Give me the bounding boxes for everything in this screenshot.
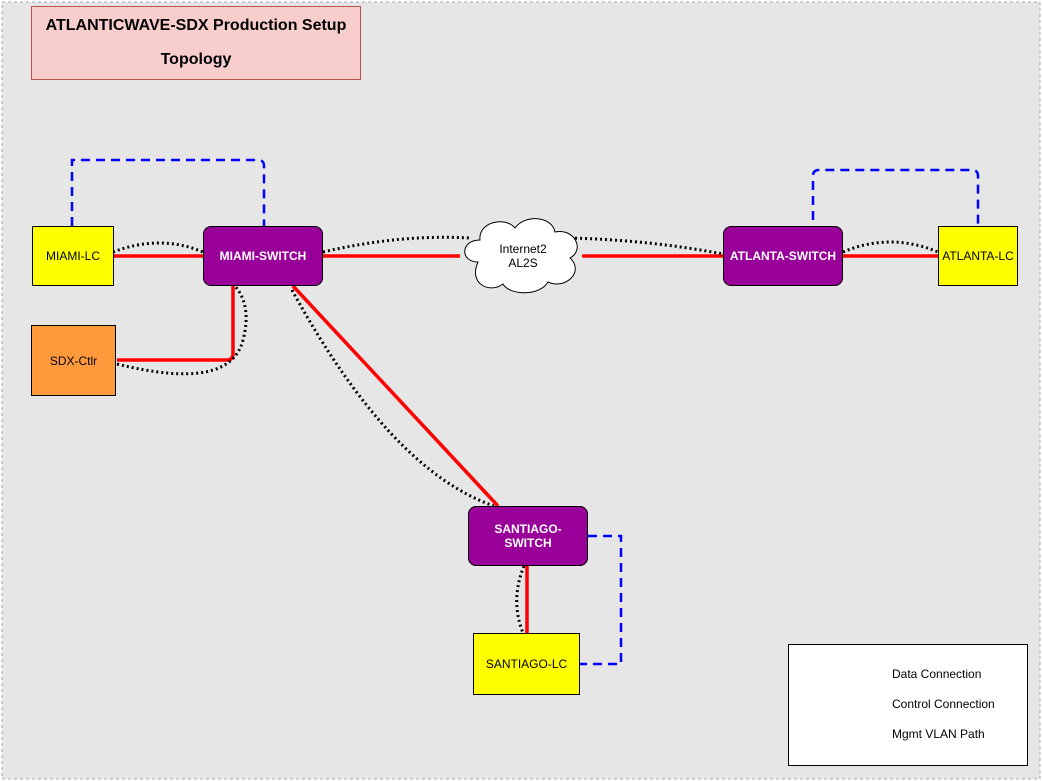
control-miami-lc-switch — [70, 158, 266, 226]
legend-row-control: Control Connection — [789, 695, 1027, 715]
diagram-title: ATLANTICWAVE-SDX Production Setup Topolo… — [31, 6, 361, 80]
cloud-label-line-2: AL2S — [508, 256, 538, 270]
santiago-switch-label-line-2: SWITCH — [504, 536, 552, 550]
santiago-lc-node[interactable]: SANTIAGO-LC — [473, 633, 580, 695]
data-miami-switch-santiago-switch — [291, 284, 500, 508]
legend-mgmt-label: Mgmt VLAN Path — [892, 727, 985, 741]
sdx-ctlr-node[interactable]: SDX-Ctlr — [31, 325, 116, 396]
mgmt-miami-switch-santiago-switch — [290, 289, 495, 508]
internet2-cloud-label: Internet2 AL2S — [470, 238, 576, 274]
mgmt-atlanta-switch-lc — [842, 240, 939, 254]
mgmt-miami-switch-cloud — [322, 235, 471, 254]
miami-lc-label: MIAMI-LC — [46, 249, 100, 263]
atlanta-lc-label: ATLANTA-LC — [942, 249, 1014, 263]
legend-control-label: Control Connection — [892, 697, 995, 711]
santiago-switch-label-line-1: SANTIAGO- — [494, 522, 562, 536]
santiago-lc-label: SANTIAGO-LC — [485, 657, 568, 671]
miami-lc-node[interactable]: MIAMI-LC — [32, 226, 114, 286]
atlanta-switch-label: ATLANTA-SWITCH — [729, 249, 837, 263]
mgmt-cloud-atlanta-switch — [569, 236, 724, 256]
cloud-label-line-1: Internet2 — [499, 242, 547, 256]
legend: Data Connection Control Connection Mgmt … — [788, 644, 1028, 766]
data-sdx-ctlr-miami-switch — [117, 286, 235, 362]
control-santiago-switch-lc — [580, 534, 623, 666]
title-line-1: ATLANTICWAVE-SDX Production Setup — [45, 17, 347, 34]
sdx-ctlr-label: SDX-Ctlr — [49, 353, 98, 368]
legend-row-mgmt: Mgmt VLAN Path — [789, 725, 1027, 745]
mgmt-santiago-switch-lc — [515, 565, 526, 634]
miami-switch-node[interactable]: MIAMI-SWITCH — [203, 226, 323, 286]
atlanta-switch-node[interactable]: ATLANTA-SWITCH — [723, 226, 843, 286]
legend-data-label: Data Connection — [892, 667, 982, 681]
title-line-2: Topology — [160, 51, 232, 68]
control-atlanta-switch-lc — [811, 168, 980, 226]
atlanta-lc-node[interactable]: ATLANTA-LC — [938, 226, 1018, 286]
miami-switch-label: MIAMI-SWITCH — [219, 249, 307, 263]
internet2-cloud-icon — [464, 218, 578, 294]
santiago-switch-node[interactable]: SANTIAGO- SWITCH — [468, 506, 588, 566]
legend-row-data: Data Connection — [789, 665, 1027, 685]
